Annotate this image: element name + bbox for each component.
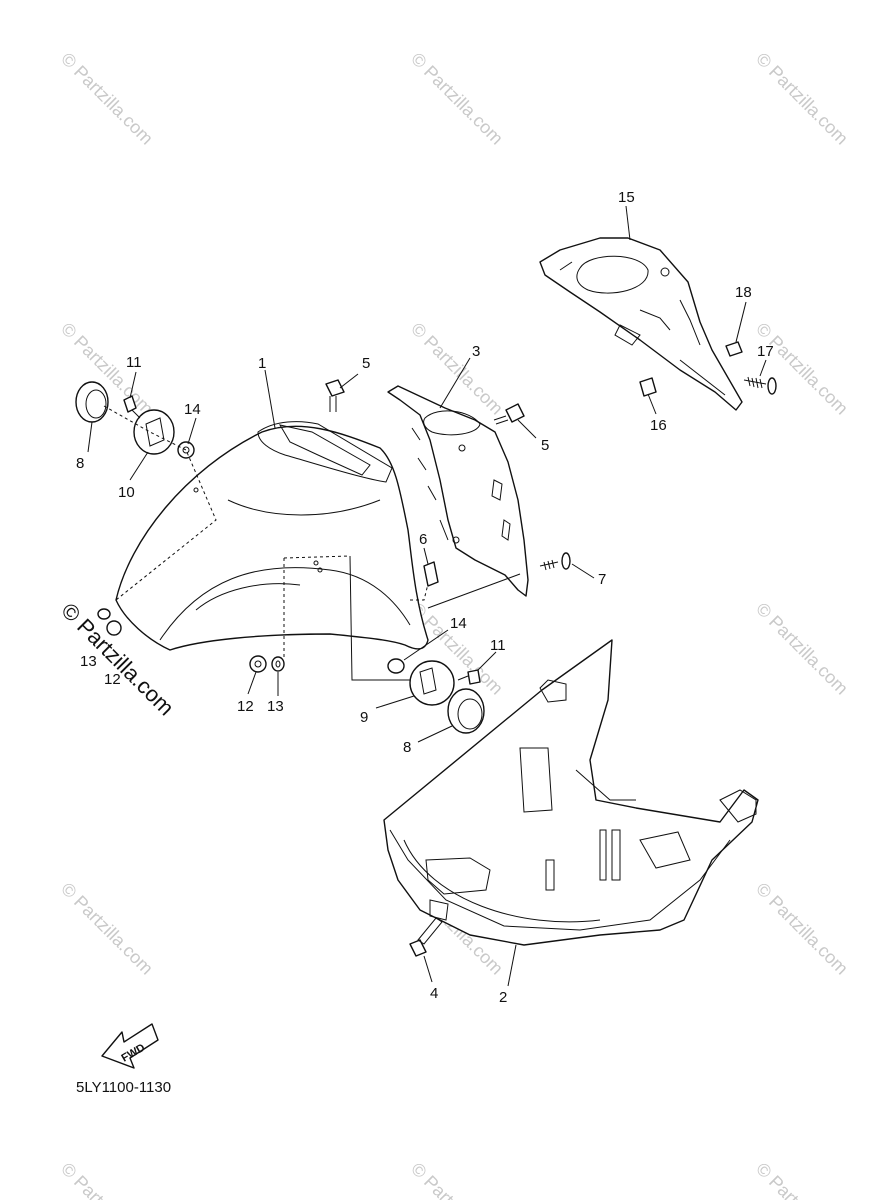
callout-18: 18 (735, 284, 752, 301)
part-10-reflector[interactable] (133, 409, 175, 455)
part-7-screw[interactable] (539, 552, 571, 571)
callout-6: 6 (419, 531, 427, 548)
watermark-text: © Partzilla.com (57, 879, 157, 979)
watermark-text: © Partzilla.com (752, 599, 852, 699)
callout-12-right: 12 (237, 698, 254, 715)
callout-3: 3 (472, 343, 480, 360)
watermark-text: © Partzilla.com (752, 1159, 852, 1200)
part-17-screw[interactable] (743, 376, 777, 395)
watermark-text: © Partzilla.com (752, 879, 852, 979)
part-4-bolt[interactable] (409, 917, 443, 957)
callout-8-right: 8 (403, 739, 411, 756)
callout-5-right: 5 (541, 437, 549, 454)
callout-13-left: 13 (80, 653, 97, 670)
part-18-grommet[interactable] (725, 341, 743, 357)
part-16-clip[interactable] (639, 377, 657, 397)
part-12-nut-right[interactable] (249, 655, 267, 673)
callout-15: 15 (618, 189, 635, 206)
part-5-bolt-right[interactable] (493, 403, 525, 425)
part-14-nut-upper[interactable] (177, 441, 195, 459)
callout-8-left: 8 (76, 455, 84, 472)
part-8-cap-right[interactable] (447, 688, 485, 734)
part-12-nut-left[interactable] (106, 620, 122, 636)
callout-14-lower: 14 (450, 615, 467, 632)
watermark-text: © Partzilla.com (752, 319, 852, 419)
part-13-washer-left[interactable] (97, 608, 111, 620)
callout-13-right: 13 (267, 698, 284, 715)
part-14-nut-lower[interactable] (387, 658, 405, 674)
fwd-arrow-icon: FWD (101, 1023, 159, 1069)
part-8-cap-left[interactable] (75, 381, 109, 423)
callout-5-upper: 5 (362, 355, 370, 372)
watermark-text: © Partzilla.com (57, 1159, 157, 1200)
callout-10: 10 (118, 484, 135, 501)
callout-9: 9 (360, 709, 368, 726)
callout-12-left: 12 (104, 671, 121, 688)
part-1-front-fender[interactable] (115, 421, 429, 651)
part-9-reflector[interactable] (409, 660, 455, 706)
callout-1: 1 (258, 355, 266, 372)
assembly-lines (103, 405, 521, 681)
leader-lines (87, 205, 767, 987)
diagram-code: 5LY1100-1130 (76, 1079, 171, 1096)
callout-7: 7 (598, 571, 606, 588)
callout-11-right: 11 (490, 637, 506, 654)
watermark-text: © Partzilla.com (407, 1159, 507, 1200)
part-6-clip[interactable] (423, 561, 439, 587)
part-11-bolt-left[interactable] (123, 395, 141, 419)
watermark-text: © Partzilla.com (752, 49, 852, 149)
part-3-inner-panel[interactable] (387, 385, 529, 597)
callout-17: 17 (757, 343, 774, 360)
part-13-washer-right[interactable] (271, 656, 285, 672)
callout-14-upper: 14 (184, 401, 201, 418)
callout-11-left: 11 (126, 354, 142, 371)
callout-2: 2 (499, 989, 507, 1006)
part-15-bracket[interactable] (539, 237, 743, 411)
callout-4: 4 (430, 985, 438, 1002)
callout-labels: 1 2 3 4 5 5 6 7 8 8 9 10 11 11 12 12 13 … (76, 189, 774, 1006)
part-11-bolt-right[interactable] (457, 669, 481, 685)
watermark-text: © Partzilla.com (407, 49, 507, 149)
callout-16: 16 (650, 417, 667, 434)
watermark-text: © Partzilla.com (57, 49, 157, 149)
part-5-bolt-upper[interactable] (325, 379, 345, 412)
